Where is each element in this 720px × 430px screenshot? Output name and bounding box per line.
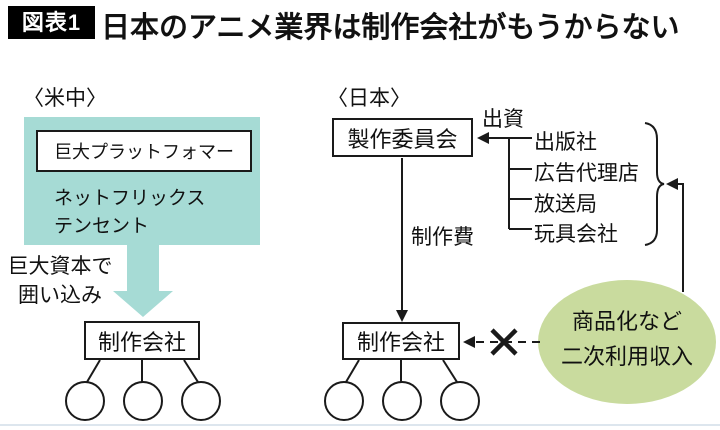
arrowhead-left (666, 178, 678, 190)
platform-item-tencent: テンセント (54, 216, 150, 237)
revenue-ellipse-line2: 二次利用収入 (560, 344, 693, 369)
subcontractor-circle (123, 381, 163, 421)
connector-line (345, 359, 360, 383)
investor-ad-agency: 広告代理店 (534, 162, 639, 185)
figure-number-badge: 図表1 (8, 6, 95, 39)
connector-line (183, 359, 199, 383)
bottom-rule (0, 424, 720, 426)
arrowhead-left (477, 132, 489, 144)
investor-publisher: 出版社 (534, 131, 597, 154)
giant-platformer-box: 巨大プラットフォマー (36, 130, 252, 172)
investor-broadcaster: 放送局 (534, 193, 597, 216)
region-label-japan: 〈日本〉 (327, 87, 411, 110)
subcontractor-circle (65, 381, 105, 421)
connector-line (86, 359, 101, 383)
capture-arrow-caption: 巨大資本で 囲い込み (2, 252, 118, 310)
production-committee-box: 製作委員会 (332, 118, 473, 157)
platform-item-netflix: ネットフリックス (54, 188, 206, 209)
blocked-x-mark (490, 328, 518, 356)
arrowhead-down (396, 310, 408, 322)
production-company-box-left: 制作会社 (84, 321, 200, 360)
connector-line (442, 359, 458, 383)
subcontractor-circle (181, 381, 221, 421)
revenue-to-investors-line (677, 183, 684, 292)
capture-arrow-caption-line1: 巨大資本で (7, 255, 113, 278)
region-label-us-china: 〈米中〉 (23, 87, 107, 110)
production-company-box-right: 制作会社 (342, 322, 460, 360)
figure-title: 日本のアニメ業界は制作会社がもうからない (101, 12, 680, 44)
big-teal-down-arrow (113, 245, 173, 317)
investment-label: 出資 (482, 108, 524, 131)
subcontractor-circle (382, 381, 422, 421)
revenue-ellipse (538, 280, 716, 404)
subcontractor-circle (440, 381, 480, 421)
capture-arrow-caption-line2: 囲い込み (18, 284, 102, 307)
subcontractor-circle (324, 381, 364, 421)
arrowhead-left (463, 336, 475, 348)
revenue-ellipse-line1: 商品化など (571, 309, 682, 334)
investors-brace (644, 122, 665, 246)
investor-toy-company: 玩具会社 (534, 223, 618, 246)
production-fee-label: 制作費 (411, 226, 474, 249)
